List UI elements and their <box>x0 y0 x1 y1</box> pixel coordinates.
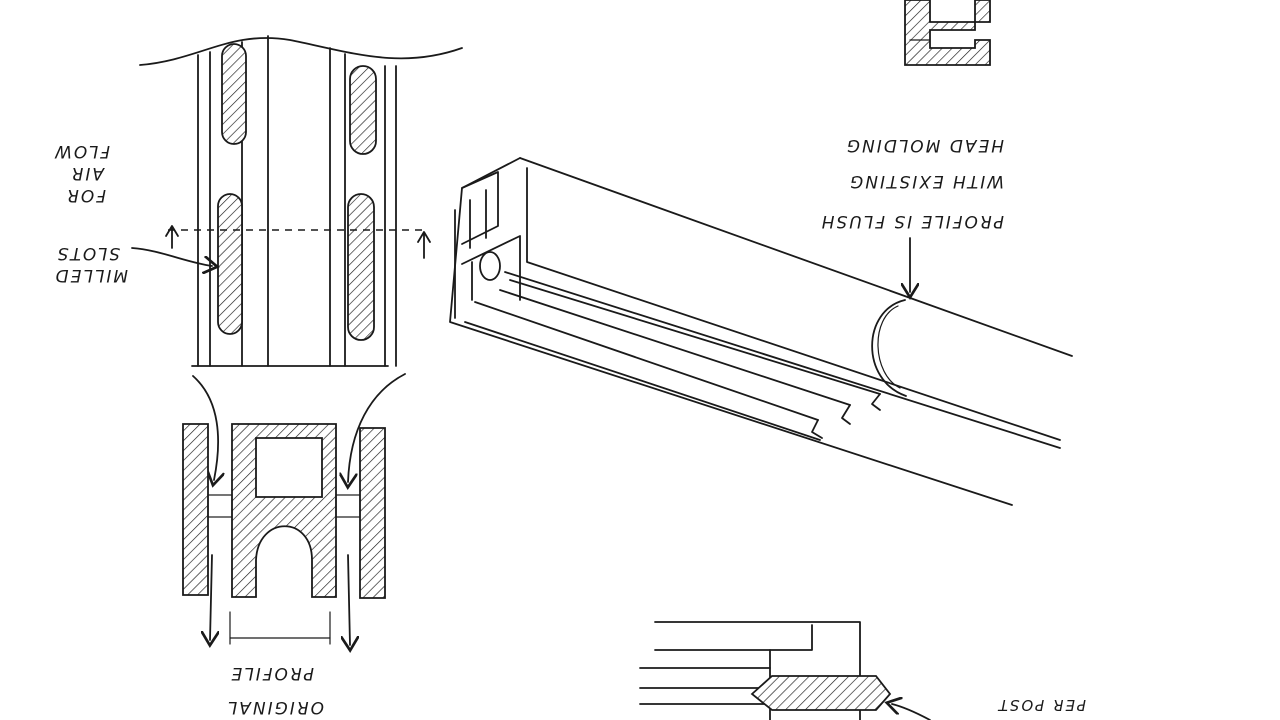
milled-slots-line-4: AIR <box>70 163 105 183</box>
profile-flush-line-2: WITH EXISTING <box>848 171 1004 191</box>
top-section-detail <box>904 0 991 66</box>
milled-slots-line-1: MILLED <box>54 265 128 285</box>
original-profile-label-1: PROFILE <box>230 663 314 683</box>
milled-slot <box>347 193 375 341</box>
milled-slot <box>217 193 243 335</box>
profile-flush-line-1: PROFILE IS FLUSH <box>820 211 1004 231</box>
milled-slots-note: MILLED SLOTS FOR AIR FLOW <box>53 141 212 285</box>
milled-slot <box>349 65 377 155</box>
profile-flush-line-3: HEAD MOLDING <box>845 135 1004 155</box>
profile-flush-note: PROFILE IS FLUSH WITH EXISTING HEAD MOLD… <box>820 135 1004 231</box>
airflow-arrows <box>192 373 406 645</box>
milled-slots-line-2: SLOTS <box>56 243 120 263</box>
milled-slots-line-5: FLOW <box>53 141 110 161</box>
milled-slots-line-3: FOR <box>65 185 106 205</box>
milled-slots-leader <box>131 247 212 266</box>
slotted-post-elevation <box>139 35 463 367</box>
extrusion-perspective <box>449 157 1073 506</box>
bolted-connection-detail: PER POST <box>639 621 1086 720</box>
bolt <box>750 675 892 711</box>
original-profile-label-2: ORIGINAL <box>226 697 324 717</box>
milled-slot <box>221 43 247 145</box>
original-profile-section: PROFILE ORIGINAL <box>182 423 386 717</box>
per-post-label: PER POST <box>997 696 1086 714</box>
